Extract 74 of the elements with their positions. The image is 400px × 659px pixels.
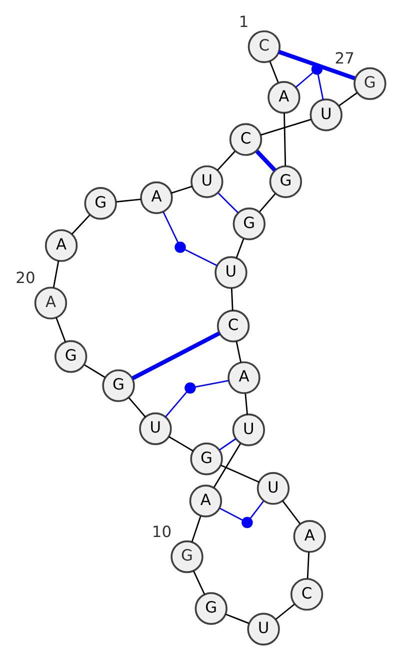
connector bbox=[268, 61, 278, 83]
connector bbox=[218, 438, 236, 451]
node-circle: U bbox=[214, 256, 247, 289]
connector bbox=[254, 150, 276, 172]
connector bbox=[128, 397, 146, 418]
connector bbox=[217, 192, 238, 214]
node-circle: C bbox=[228, 123, 262, 156]
connector bbox=[71, 214, 90, 235]
connector bbox=[235, 341, 241, 363]
node-circle: G bbox=[170, 540, 203, 574]
node-circle: C bbox=[290, 578, 323, 611]
connector bbox=[218, 508, 242, 521]
connector bbox=[235, 238, 244, 258]
connector bbox=[170, 186, 192, 194]
node-circle: G bbox=[102, 369, 134, 402]
connector bbox=[258, 193, 276, 212]
node-circle: U bbox=[138, 412, 172, 446]
connector bbox=[278, 50, 355, 80]
node-circle bbox=[241, 516, 252, 528]
connector bbox=[283, 112, 286, 166]
connector bbox=[216, 150, 235, 171]
connector bbox=[306, 552, 310, 579]
node-circle: G bbox=[268, 165, 302, 198]
node-label: 20 bbox=[15, 269, 35, 288]
connector bbox=[164, 391, 188, 418]
connector bbox=[260, 118, 311, 136]
node-circle: U bbox=[246, 612, 280, 646]
connector bbox=[249, 500, 264, 519]
node-label: 10 bbox=[151, 522, 172, 541]
connector bbox=[282, 500, 300, 524]
connector bbox=[168, 436, 193, 452]
connector bbox=[52, 260, 59, 288]
node-circle: A bbox=[34, 286, 67, 320]
connector bbox=[192, 570, 205, 595]
node-label: 27 bbox=[334, 50, 354, 68]
node-circle: A bbox=[292, 520, 326, 553]
node-circle: G bbox=[353, 67, 386, 100]
node-circle: A bbox=[140, 181, 172, 214]
node-circle: U bbox=[256, 472, 290, 505]
node-circle: G bbox=[54, 340, 87, 373]
node-label: 1 bbox=[238, 12, 248, 31]
node-circle: G bbox=[232, 208, 266, 240]
node-circle: U bbox=[309, 98, 342, 132]
connector bbox=[244, 394, 248, 414]
connector bbox=[212, 443, 240, 488]
connector bbox=[194, 380, 228, 388]
node-circle: G bbox=[194, 592, 227, 625]
node-circle: U bbox=[190, 165, 223, 198]
connector bbox=[316, 74, 324, 100]
connector bbox=[230, 288, 233, 311]
node-circle bbox=[184, 382, 196, 394]
node-circle: G bbox=[84, 187, 116, 220]
connector bbox=[131, 331, 220, 380]
connector bbox=[338, 92, 357, 106]
node-circle: A bbox=[267, 81, 300, 114]
connector bbox=[190, 516, 201, 542]
node-circle: A bbox=[188, 484, 222, 518]
node-circle: A bbox=[44, 229, 78, 262]
connector bbox=[55, 317, 66, 342]
connector bbox=[162, 212, 178, 243]
connector bbox=[184, 248, 217, 266]
connector bbox=[294, 72, 313, 88]
connector bbox=[274, 604, 294, 620]
node-circle: C bbox=[216, 310, 250, 342]
node-circle: U bbox=[232, 414, 265, 446]
connector bbox=[116, 198, 140, 202]
connector bbox=[220, 464, 259, 483]
node-circle bbox=[174, 242, 186, 253]
node-circle bbox=[310, 64, 322, 75]
node-circle: G bbox=[190, 442, 222, 476]
node-circle: A bbox=[227, 361, 260, 394]
connector bbox=[225, 614, 249, 624]
node-circle: C bbox=[247, 30, 280, 64]
connector bbox=[84, 364, 105, 378]
